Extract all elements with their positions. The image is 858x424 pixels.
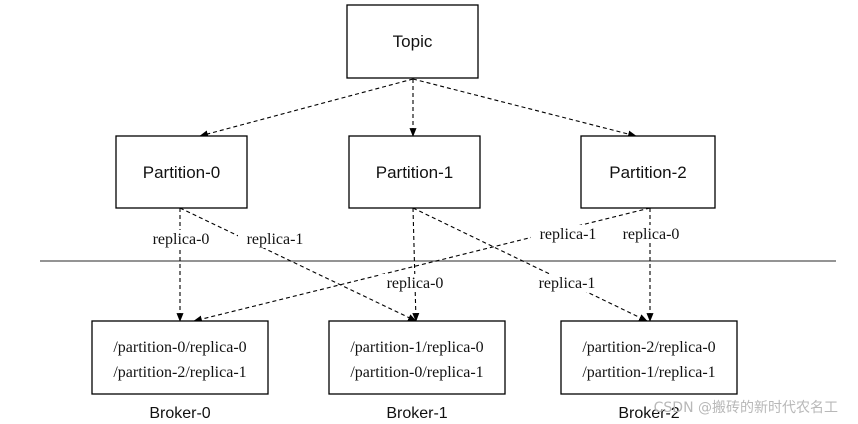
replica-label-p0-r0: replica-0: [153, 231, 210, 248]
broker-line: /partition-1/replica-1: [582, 364, 715, 381]
broker-caption-0: Broker-0: [149, 405, 210, 422]
edge-p1-to-b1: [412, 207, 420, 322]
broker-line: /partition-2/replica-0: [582, 339, 715, 356]
partition-label: Partition-1: [376, 163, 453, 182]
replica-label-p1-r0: replica-0: [387, 275, 444, 292]
partition-label: Partition-0: [143, 163, 220, 182]
replica-label-p2-r0: replica-0: [623, 226, 680, 243]
replica-label-p2-r1: replica-1: [540, 226, 597, 243]
edge-p1-to-b2: [412, 207, 648, 322]
topic-label: Topic: [393, 32, 433, 51]
partition-label: Partition-2: [609, 163, 686, 182]
replica-label-p0-r1: replica-1: [247, 231, 304, 248]
edge-topic-to-p2: [412, 78, 637, 138]
replica-label-p1-r1: replica-1: [539, 275, 596, 292]
partition-node-1: Partition-1: [348, 135, 481, 209]
replica-labels: replica-0 replica-1 replica-0 replica-1 …: [146, 225, 687, 292]
broker-node-0: /partition-0/replica-0 /partition-2/repl…: [91, 320, 269, 395]
edge-topic-to-p0: [199, 78, 414, 138]
broker-line: /partition-0/replica-0: [113, 339, 246, 356]
partition-node-2: Partition-2: [580, 135, 716, 209]
broker-line: /partition-0/replica-1: [350, 364, 483, 381]
watermark-text: CSDN @搬砖的新时代农名工: [654, 400, 838, 416]
broker-line: /partition-2/replica-1: [113, 364, 246, 381]
broker-caption-1: Broker-1: [386, 405, 447, 422]
edge-p0-to-b1: [179, 207, 417, 322]
broker-caption-2: Broker-2: [618, 405, 679, 422]
broker-node-1: /partition-1/replica-0 /partition-0/repl…: [328, 320, 506, 395]
broker-line: /partition-1/replica-0: [350, 339, 483, 356]
broker-node-2: /partition-2/replica-0 /partition-1/repl…: [560, 320, 738, 395]
topic-node: Topic: [346, 4, 479, 79]
partition-node-0: Partition-0: [115, 135, 248, 209]
edge-p2-to-b0: [193, 207, 651, 323]
